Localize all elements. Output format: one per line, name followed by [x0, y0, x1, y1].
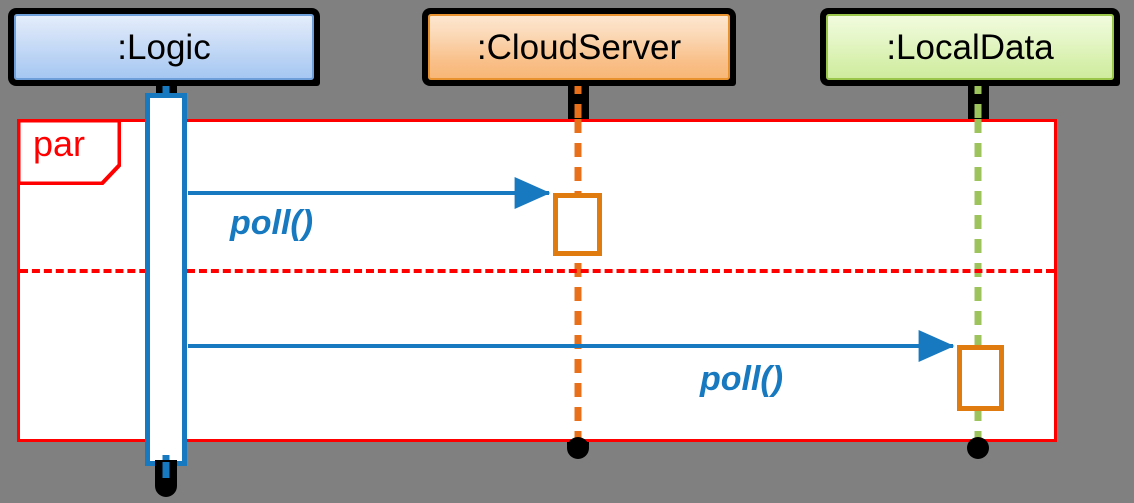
fragment-operator-box [17, 119, 121, 185]
lifeline-collar-cloudserver [568, 80, 589, 119]
lifeline-label-localdata: :LocalData [886, 27, 1054, 67]
lifeline-head-cloudserver[interactable]: :CloudServer [428, 14, 730, 80]
fragment-operand-divider [20, 269, 1054, 273]
message-label-poll-localdata: poll() [700, 360, 784, 398]
activation-bar-cloudserver[interactable] [553, 193, 602, 256]
activation-bar-logic[interactable] [145, 93, 187, 466]
lifeline-head-localdata[interactable]: :LocalData [826, 14, 1114, 80]
lifeline-label-logic: :Logic [117, 27, 211, 67]
lifeline-head-logic[interactable]: :Logic [14, 14, 314, 80]
combined-fragment-par[interactable] [17, 119, 1057, 442]
lifeline-collar-localdata [968, 80, 989, 119]
lifeline-terminator-dot-localdata [967, 437, 989, 459]
lifeline-terminator-dot-cloudserver [567, 437, 589, 459]
fragment-operator-label: par [33, 123, 86, 164]
fragment-operator-pentagon [17, 119, 121, 185]
lifeline-terminator-logic [155, 460, 177, 497]
message-label-poll-cloudserver: poll() [230, 204, 314, 242]
lifeline-label-cloudserver: :CloudServer [476, 27, 682, 67]
activation-bar-localdata[interactable] [957, 345, 1004, 411]
